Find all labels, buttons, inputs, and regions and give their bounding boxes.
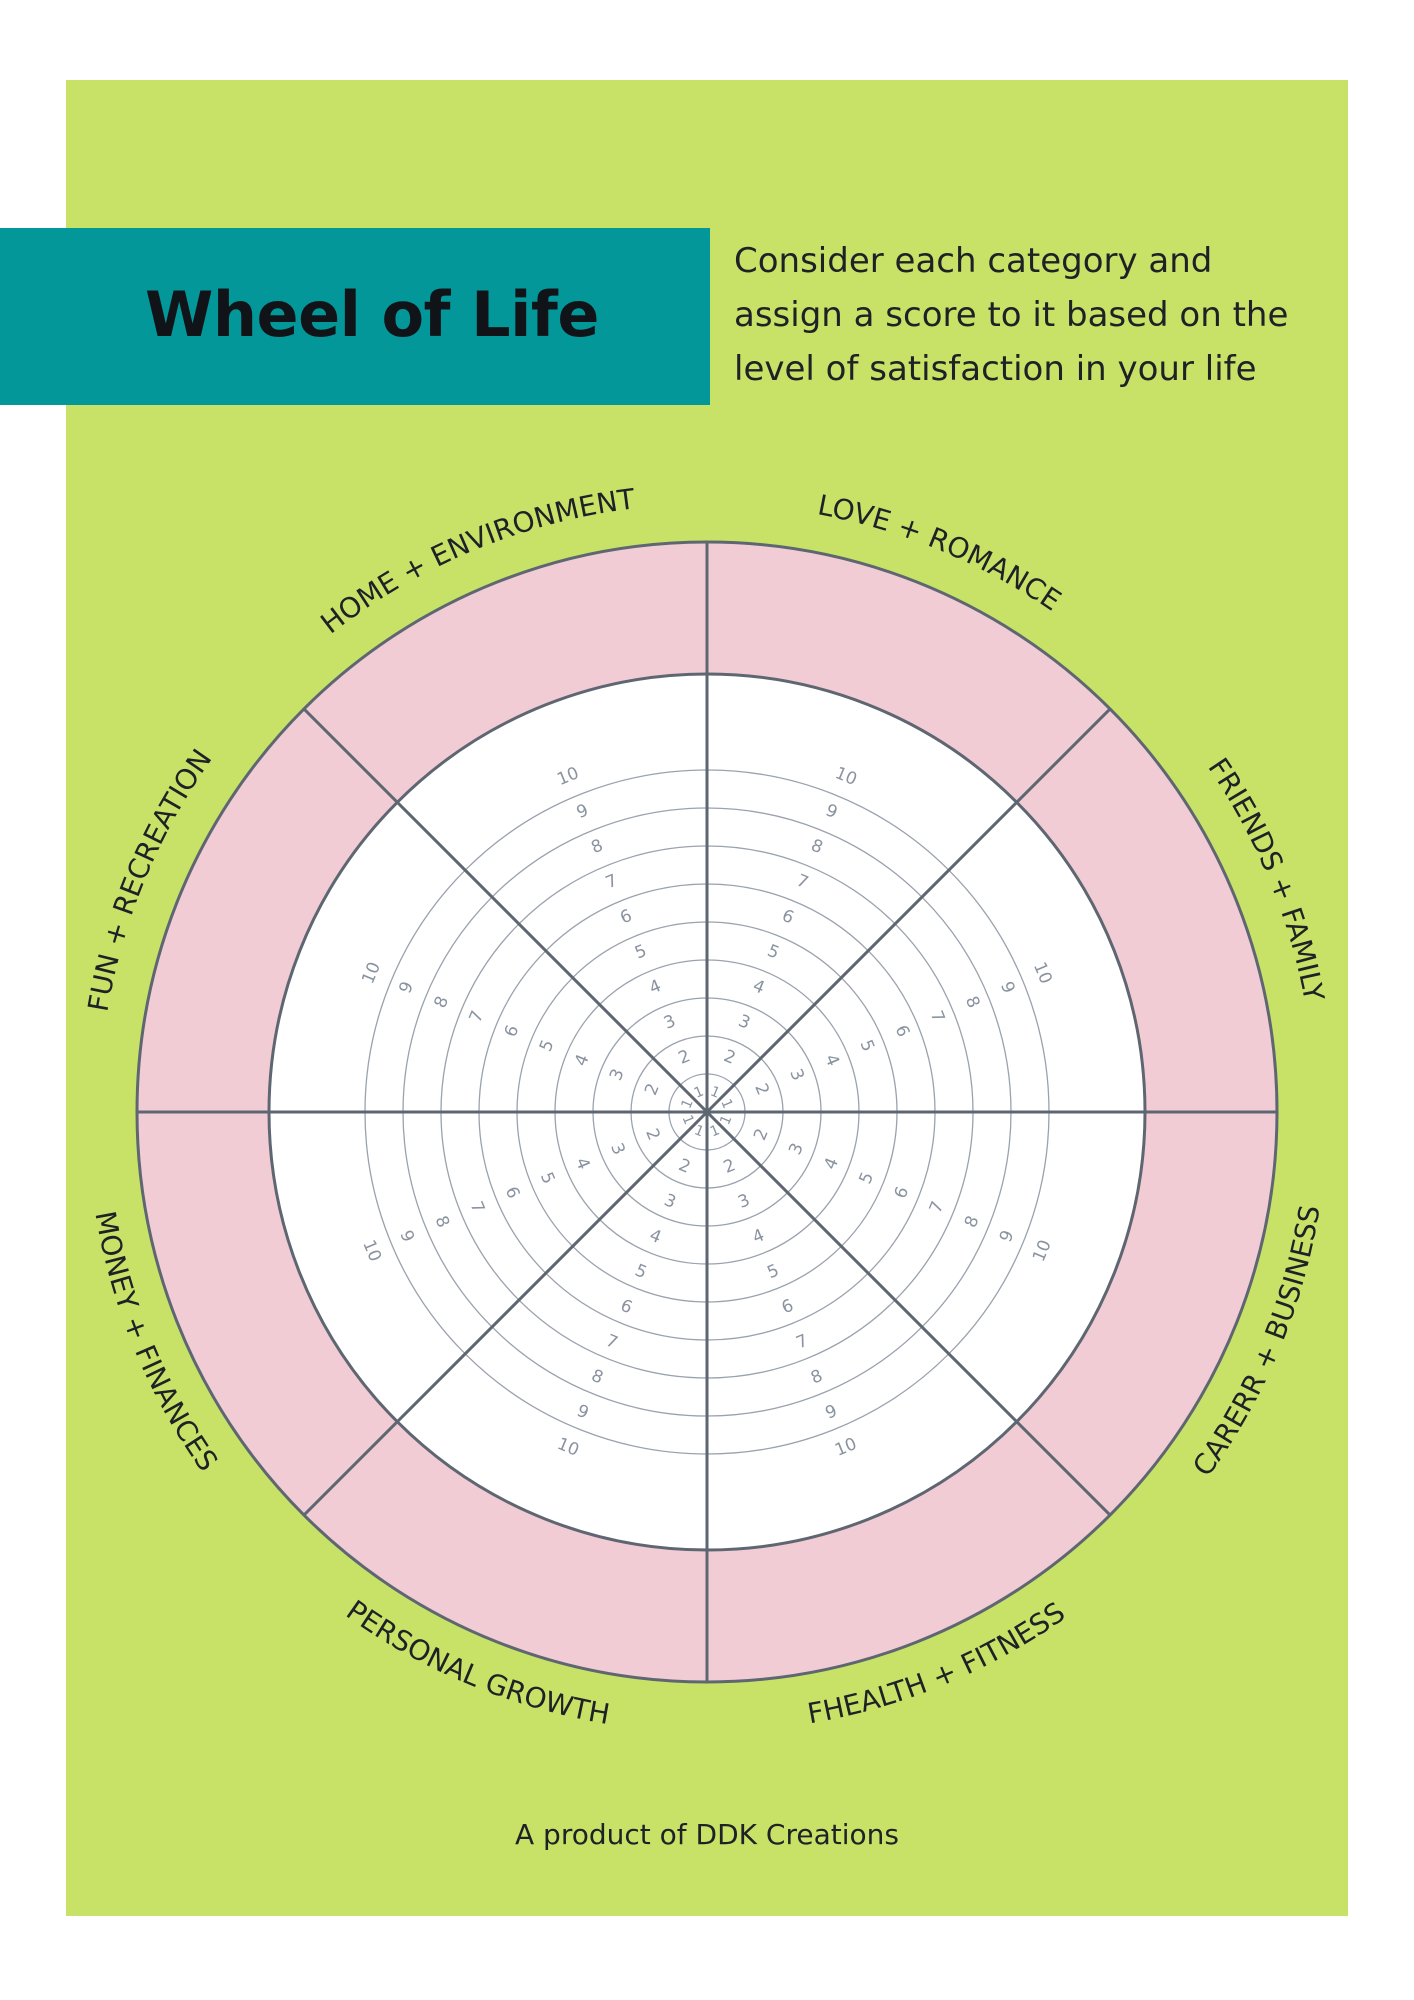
- instructions-line: assign a score to it based on the: [734, 295, 1289, 335]
- footer-credit: A product of DDK Creations: [515, 1818, 899, 1851]
- sector-divider: [705, 1110, 1112, 1517]
- sector-divider: [302, 707, 709, 1114]
- instructions-text: Consider each category and assign a scor…: [734, 234, 1324, 396]
- instructions-line: level of satisfaction in your life: [734, 349, 1257, 389]
- title-banner: [0, 228, 710, 405]
- page-title: Wheel of Life: [145, 278, 599, 351]
- sector-divider: [302, 1110, 709, 1517]
- instructions-line: Consider each category and: [734, 241, 1213, 281]
- sector-divider: [705, 707, 1112, 1114]
